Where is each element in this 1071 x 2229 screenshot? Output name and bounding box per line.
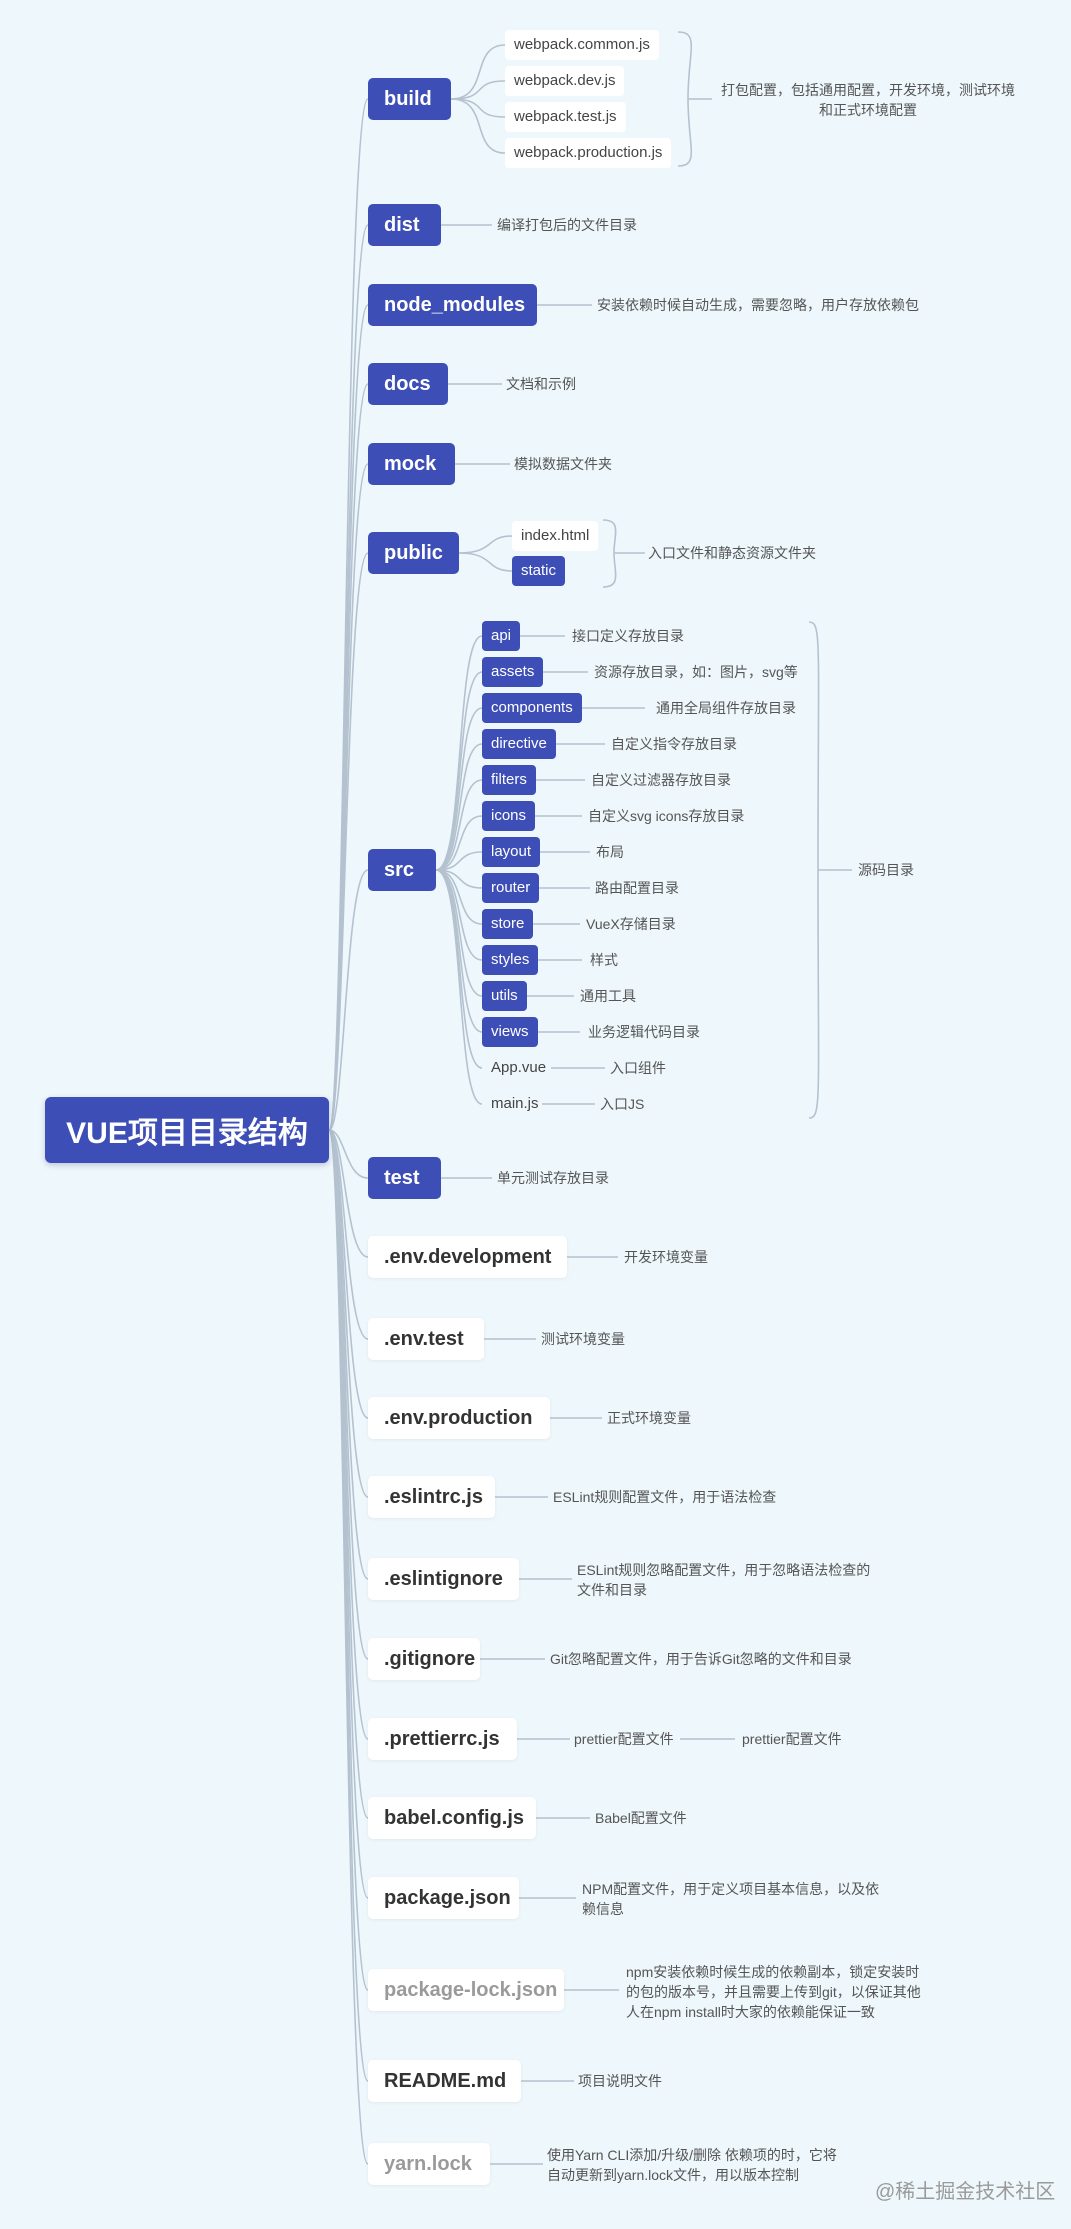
note-src-layout: 布局: [596, 844, 624, 860]
node-webpack-common: webpack.common.js: [505, 30, 659, 60]
node-gitignore: .gitignore: [368, 1638, 480, 1680]
note-src-api: 接口定义存放目录: [572, 628, 684, 644]
node-mock: mock: [368, 443, 455, 485]
node-static: static: [512, 556, 566, 586]
note-src-components: 通用全局组件存放目录: [656, 700, 796, 716]
note-public: 入口文件和静态资源文件夹: [648, 545, 816, 561]
node-src-components: components: [482, 693, 582, 723]
node-public: public: [368, 532, 459, 574]
note-src: 源码目录: [858, 862, 914, 878]
node-dist: dist: [368, 204, 441, 246]
note-src-directive: 自定义指令存放目录: [611, 736, 737, 752]
note-env-development: 开发环境变量: [624, 1249, 708, 1265]
note-env-test: 测试环境变量: [541, 1331, 625, 1347]
note-src-icons: 自定义svg icons存放目录: [588, 808, 745, 824]
node-src-router: router: [482, 873, 540, 903]
note-test: 单元测试存放目录: [497, 1170, 609, 1186]
node-docs: docs: [368, 363, 448, 405]
node-src-utils: utils: [482, 981, 527, 1011]
node-env-development: .env.development: [368, 1236, 567, 1278]
node-webpack-dev: webpack.dev.js: [505, 66, 625, 96]
note-src-styles: 样式: [590, 952, 618, 968]
note-prettierrc: prettier配置文件: [574, 1731, 674, 1747]
node-eslintignore: .eslintignore: [368, 1558, 519, 1600]
note-src-utils: 通用工具: [580, 988, 636, 1004]
node-env-test: .env.test: [368, 1318, 484, 1360]
node-src-directive: directive: [482, 729, 556, 759]
node-src-app-vue: App.vue: [491, 1059, 547, 1076]
node-prettierrc: .prettierrc.js: [368, 1718, 517, 1760]
note-src-views: 业务逻辑代码目录: [588, 1024, 700, 1040]
note-yarn-lock: 使用Yarn CLI添加/升级/删除 依赖项的时，它将 自动更新到yarn.lo…: [547, 2147, 837, 2183]
node-index-html: index.html: [512, 521, 599, 551]
note-eslintignore: ESLint规则忽略配置文件，用于忽略语法检查的 文件和目录: [577, 1562, 871, 1598]
node-babel-config: babel.config.js: [368, 1797, 536, 1839]
node-webpack-test: webpack.test.js: [505, 102, 626, 132]
note-docs: 文档和示例: [506, 376, 576, 392]
note-src-assets: 资源存放目录，如：图片，svg等: [594, 664, 798, 680]
node-test: test: [368, 1157, 441, 1199]
node-webpack-production: webpack.production.js: [505, 138, 672, 168]
node-src: src: [368, 849, 436, 891]
node-readme: README.md: [368, 2060, 521, 2102]
note-package-lock: npm安装依赖时候生成的依赖副本，锁定安装时 的包的版本号，并且需要上传到git…: [626, 1964, 921, 2020]
note-src-store: VueX存储目录: [586, 916, 676, 932]
node-build: build: [368, 78, 451, 120]
node-src-api: api: [482, 621, 521, 651]
note-src-main-js: 入口JS: [600, 1096, 645, 1112]
root-node: VUE项目目录结构: [45, 1097, 329, 1163]
note-package-json: NPM配置文件，用于定义项目基本信息，以及依 赖信息: [582, 1881, 880, 1917]
node-src-store: store: [482, 909, 534, 939]
node-src-views: views: [482, 1017, 538, 1047]
note-env-production: 正式环境变量: [607, 1410, 691, 1426]
node-src-filters: filters: [482, 765, 536, 795]
note-src-app-vue: 入口组件: [610, 1060, 666, 1076]
node-package-json: package.json: [368, 1877, 519, 1919]
node-src-assets: assets: [482, 657, 544, 687]
node-src-styles: styles: [482, 945, 539, 975]
note-src-router: 路由配置目录: [595, 880, 679, 896]
note-prettierrc-child: prettier配置文件: [742, 1731, 842, 1747]
node-node-modules: node_modules: [368, 284, 537, 326]
note-readme: 项目说明文件: [578, 2073, 662, 2089]
node-src-layout: layout: [482, 837, 541, 867]
node-src-icons: icons: [482, 801, 536, 831]
note-dist: 编译打包后的文件目录: [497, 217, 637, 233]
note-gitignore: Git忽略配置文件，用于告诉Git忽略的文件和目录: [550, 1651, 852, 1667]
note-src-filters: 自定义过滤器存放目录: [591, 772, 731, 788]
watermark: @稀土掘金技术社区: [875, 2181, 1056, 2203]
node-yarn-lock: yarn.lock: [368, 2143, 490, 2185]
note-node-modules: 安装依赖时候自动生成，需要忽略，用户存放依赖包: [597, 297, 919, 313]
note-eslintrc: ESLint规则配置文件，用于语法检查: [553, 1489, 777, 1505]
node-eslintrc: .eslintrc.js: [368, 1476, 495, 1518]
note-babel-config: Babel配置文件: [595, 1810, 687, 1826]
note-build: 打包配置，包括通用配置，开发环境，测试环境 和正式环境配置: [721, 82, 1015, 118]
node-src-main-js: main.js: [491, 1095, 539, 1112]
note-mock: 模拟数据文件夹: [514, 456, 612, 472]
node-env-production: .env.production: [368, 1397, 550, 1439]
node-package-lock: package-lock.json: [368, 1969, 564, 2011]
